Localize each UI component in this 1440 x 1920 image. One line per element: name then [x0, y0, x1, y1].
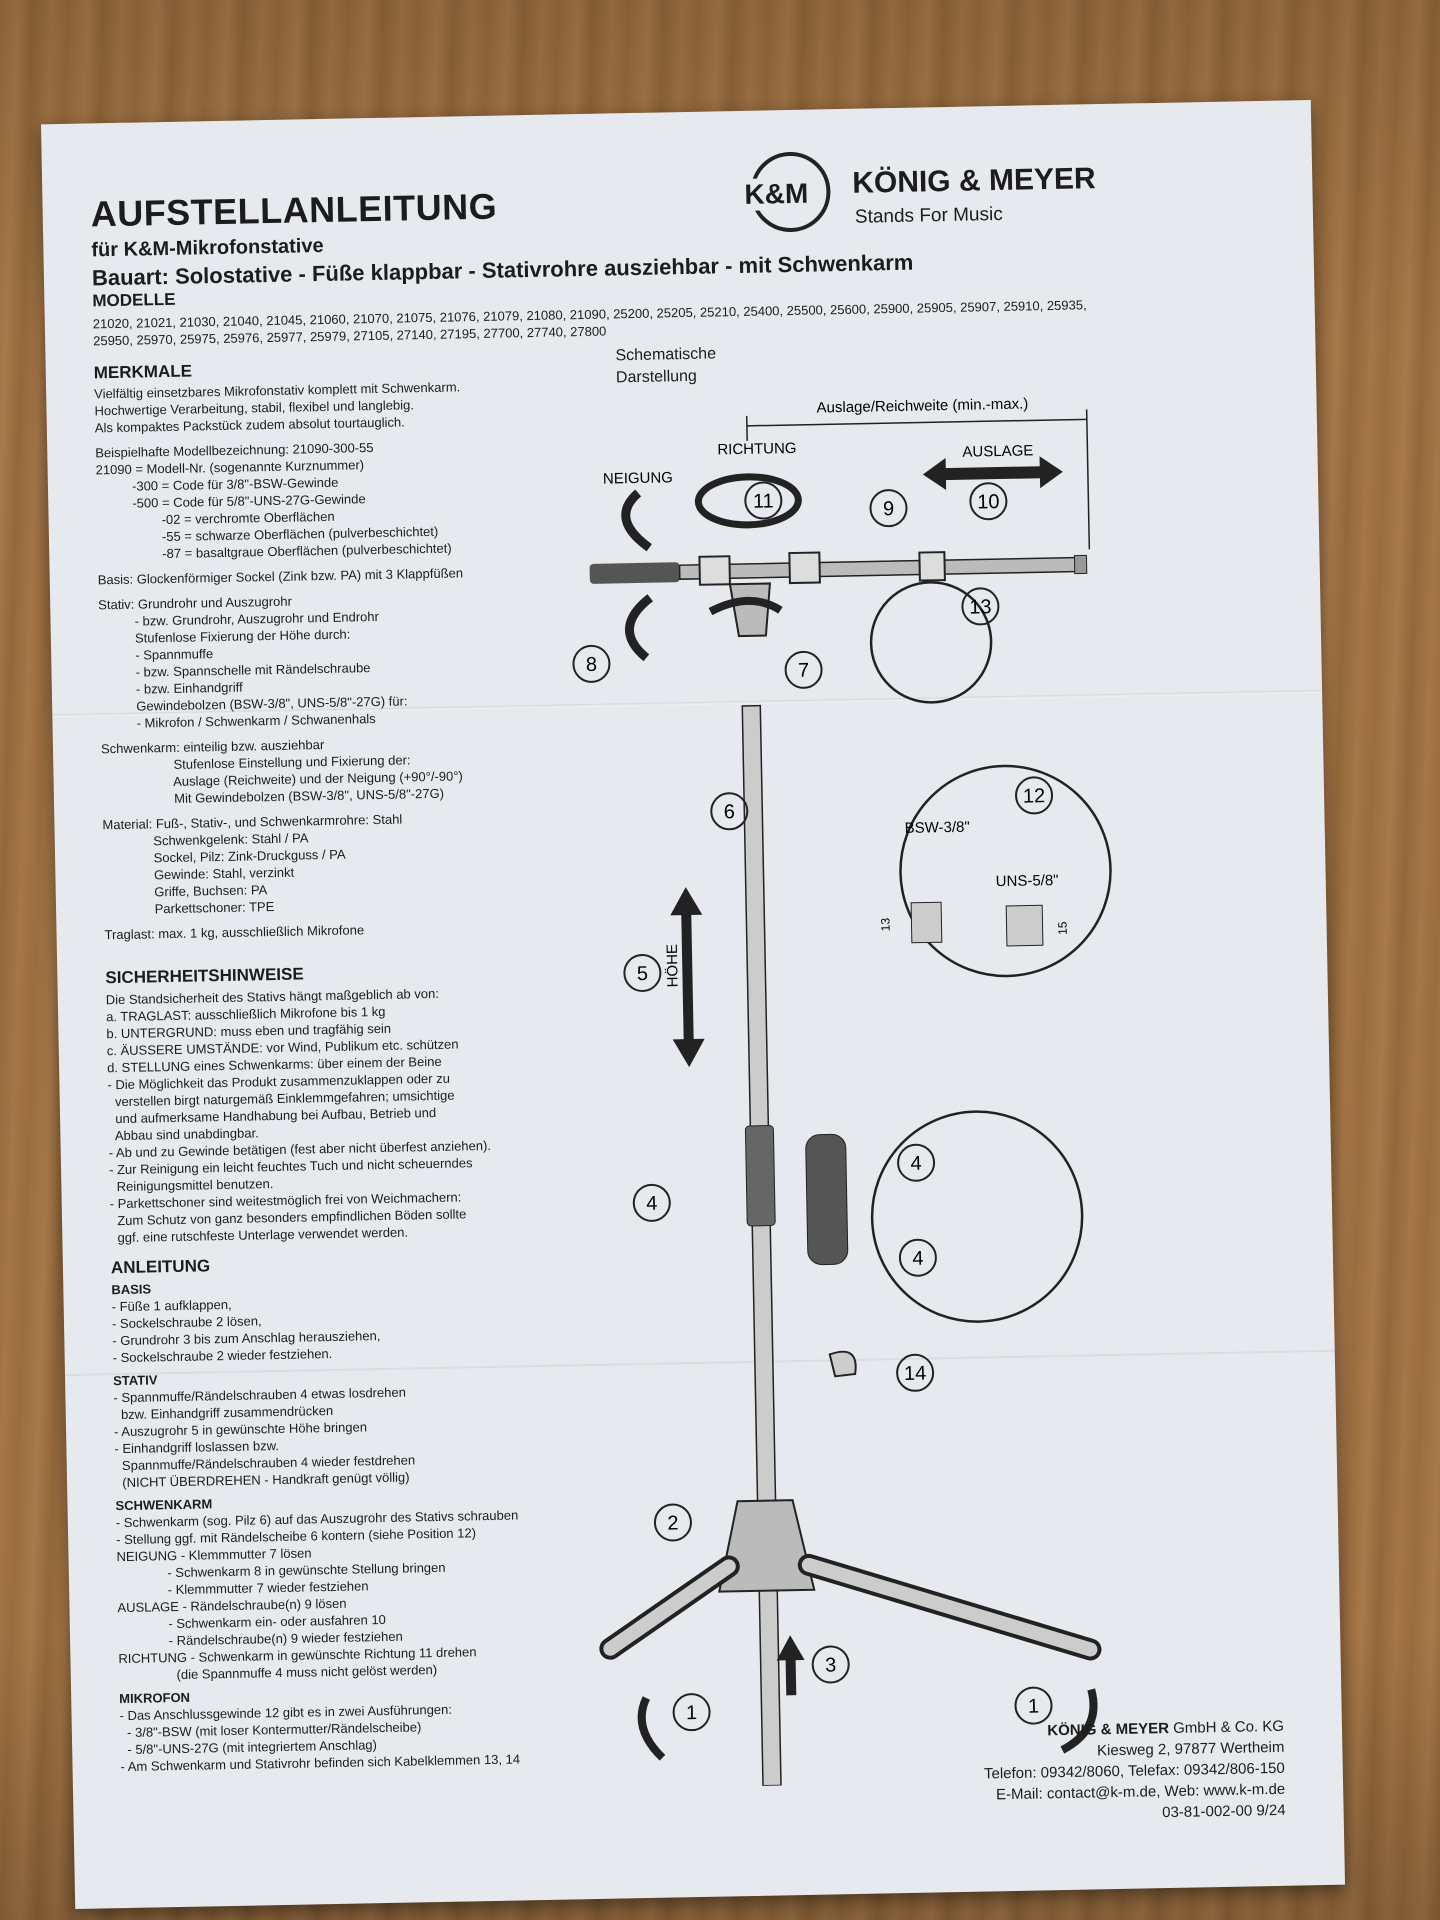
callout-1: 1 — [686, 1702, 698, 1724]
reach-dimension-line — [746, 418, 1087, 427]
callout-6: 6 — [724, 801, 736, 823]
clamp-detail-circle — [870, 1110, 1084, 1323]
text-line: Schematische — [615, 345, 717, 365]
callout-7: 7 — [798, 660, 810, 682]
brand-tagline: Stands For Music — [854, 203, 1003, 228]
instruction-sheet: AUFSTELLANLEITUNG für K&M-Mikrofonstativ… — [40, 99, 1346, 1910]
callout-9: 9 — [883, 498, 895, 520]
tilt-arrow-icon — [621, 489, 652, 552]
section-heading-features: MERKMALE — [93, 361, 193, 383]
section-heading-instructions: ANLEITUNG — [110, 1256, 211, 1278]
reach-label: Auslage/Reichweite (min.-max.) — [816, 395, 1028, 416]
fold-arrow-icon — [1060, 1688, 1098, 1754]
bsw-label: BSW-3/8" — [904, 819, 969, 837]
height-arrow-icon — [681, 907, 694, 1048]
safety-block: Die Standsicherheit des Stativs hängt ma… — [106, 982, 591, 1246]
pull-arrow-icon — [785, 1655, 797, 1696]
boom-counterweight — [589, 562, 680, 584]
callout-13: 13 — [969, 596, 992, 618]
features-block: Vielfältig einsetzbares Mikrofonstativ k… — [94, 376, 585, 943]
callout-5: 5 — [637, 963, 649, 985]
tilt-arrow-icon — [625, 594, 654, 662]
company-footer: KÖNIG & MEYER GmbH & Co. KG Kiesweg 2, 9… — [983, 1716, 1286, 1827]
callout-14: 14 — [904, 1363, 927, 1385]
callout: 1 1 2 3 4 4 4 5 6 7 8 9 10 11 — [572, 481, 1054, 1732]
richtung-label: RICHTUNG — [717, 440, 796, 459]
stand-pole — [741, 704, 782, 1787]
callout-3: 3 — [825, 1654, 837, 1676]
clamp-grip — [744, 1125, 776, 1227]
callout-8: 8 — [586, 654, 598, 676]
thread-detail-circle — [899, 764, 1112, 978]
logo-mark: K&M — [742, 177, 811, 211]
models-list: 21020, 21021, 21030, 21040, 21045, 21060… — [93, 293, 1273, 350]
grip-detail — [805, 1133, 849, 1266]
uns-label: UNS-5/8" — [996, 872, 1059, 890]
nut-detail-circle — [869, 581, 993, 704]
callout-11: 11 — [753, 490, 774, 512]
fold-arrow-icon — [637, 1696, 666, 1761]
company-name: KÖNIG & MEYER — [1047, 1719, 1170, 1740]
callout-4: 4 — [912, 1248, 924, 1270]
section-heading-safety: SICHERHEITSHINWEISE — [105, 964, 304, 988]
brand-name: KÖNIG & MEYER — [851, 162, 1096, 200]
boom-joint — [728, 582, 772, 638]
document-title: AUFSTELLANLEITUNG — [90, 185, 498, 235]
stand-schematic-diagram: Auslage/Reichweite (min.-max.) NEIGUNG R… — [572, 395, 1112, 1787]
auslage-label: AUSLAGE — [962, 442, 1033, 460]
stand-base — [718, 1499, 816, 1593]
extend-arrow-icon — [937, 466, 1048, 481]
callout-4: 4 — [646, 1193, 658, 1215]
brand-logo: K&M KÖNIG & MEYER Stands For Music — [742, 144, 1224, 243]
cable-clip-icon — [828, 1350, 857, 1378]
rotation-arrow-icon — [694, 473, 802, 529]
dim-13-label: 13 — [878, 917, 892, 931]
document-subtitle: für K&M-Mikrofonstative — [91, 234, 324, 262]
callout-2: 2 — [667, 1512, 679, 1534]
hoehe-label: HÖHE — [663, 944, 682, 988]
boom-arm — [678, 556, 1081, 580]
dim-15-label: 15 — [1055, 921, 1069, 935]
callout-12: 12 — [1023, 785, 1046, 807]
callout-4: 4 — [910, 1153, 922, 1175]
callout-1: 1 — [1028, 1695, 1040, 1717]
section-heading-models: MODELLE — [92, 289, 176, 311]
callout-10: 10 — [977, 491, 1000, 513]
neigung-label: NEIGUNG — [603, 469, 673, 487]
company-suffix: GmbH & Co. KG — [1168, 1717, 1285, 1737]
